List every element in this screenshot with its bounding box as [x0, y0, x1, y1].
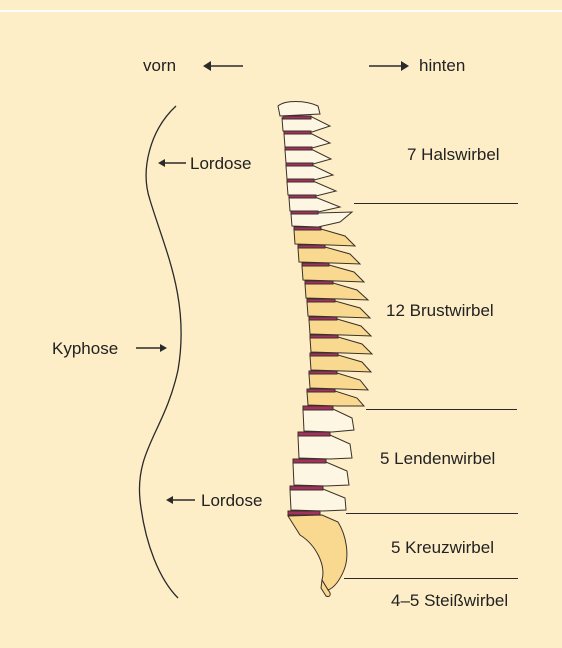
lower-lordosis-arrow-icon — [166, 496, 195, 504]
vertebra-atlas — [278, 102, 320, 117]
curvature-profile-line — [139, 106, 181, 598]
spine-illustration — [278, 102, 372, 597]
kyphosis-arrow-icon — [136, 344, 167, 352]
sacrum — [288, 515, 347, 590]
arrow-right-icon — [369, 61, 409, 71]
arrow-left-icon — [203, 61, 243, 71]
upper-lordosis-arrow-icon — [158, 159, 186, 167]
